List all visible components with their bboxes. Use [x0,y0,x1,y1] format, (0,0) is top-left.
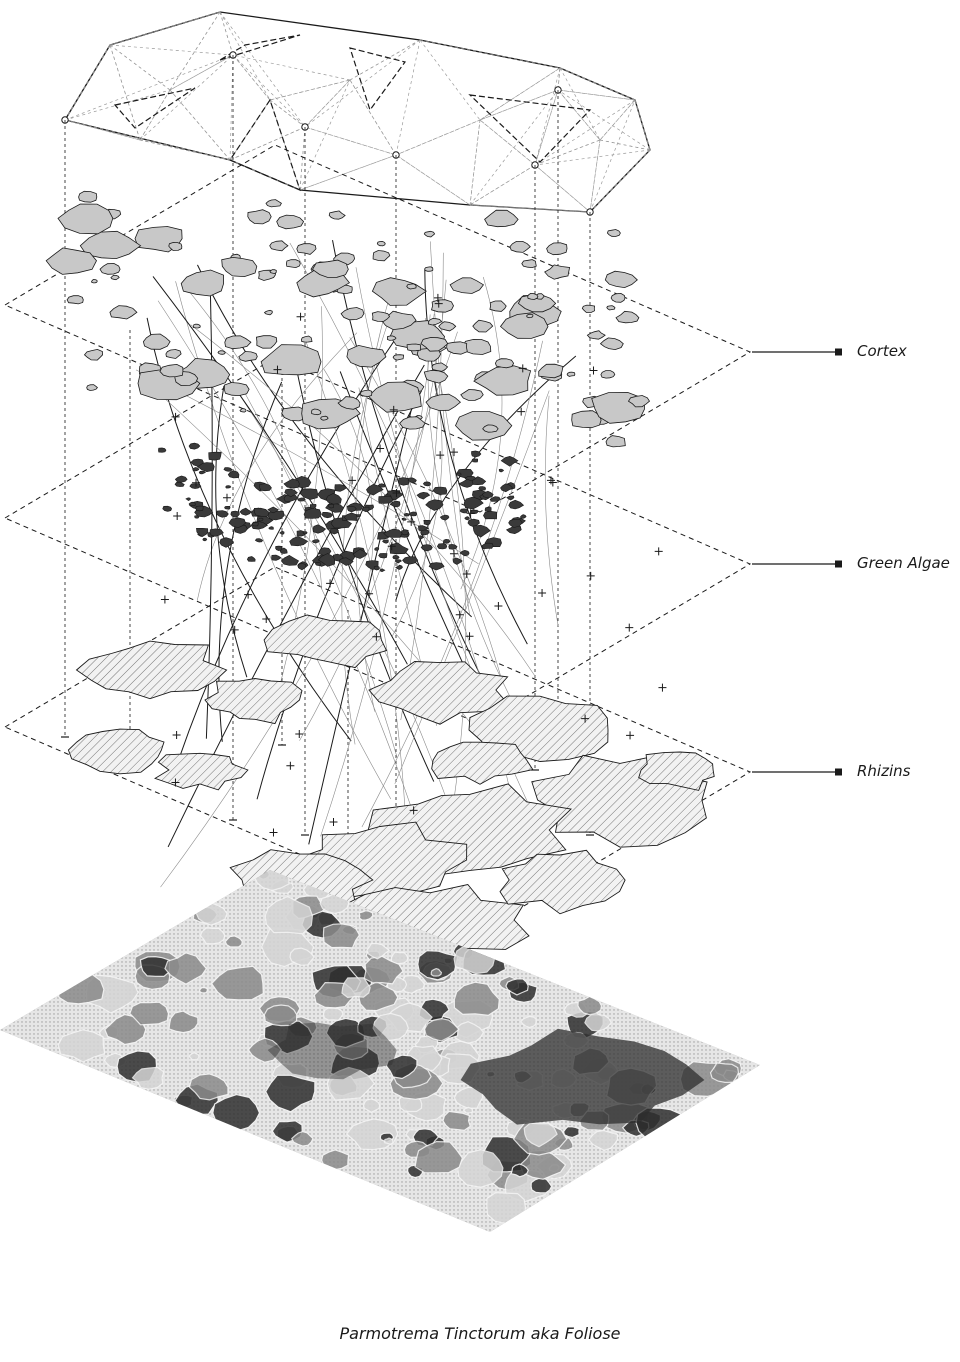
lichen-photo-plane [0,870,760,1232]
leader-green-algae [752,560,842,568]
mesh-outline [63,11,651,213]
cross-markers [160,293,667,837]
mesh-triangulation [64,11,651,213]
plane-cortex [3,144,752,513]
layer-label-cortex: Cortex [857,342,907,360]
layer-label-rhizins: Rhizins [857,762,911,780]
diagram-caption: Parmotrema Tinctorum aka Foliose [339,1324,621,1343]
leader-rhizins [752,768,842,776]
label-leaders [752,348,842,776]
leader-cortex [752,348,842,356]
lichen-photo-texture [0,870,760,1232]
cortex-shapes [45,190,651,448]
cortex-wireframe [61,11,651,216]
rhizin-shapes [67,614,715,954]
algae-shapes [158,442,527,573]
layer-label-green-algae: Green Algae [857,554,950,572]
